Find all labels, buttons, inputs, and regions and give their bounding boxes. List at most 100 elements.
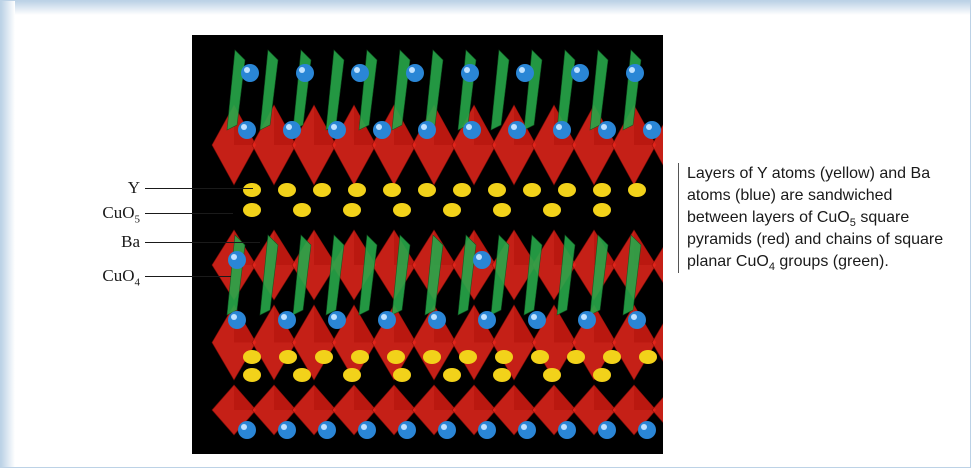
ba-atom — [328, 311, 346, 329]
ba-atom-highlight — [354, 67, 360, 73]
ba-atom — [241, 64, 259, 82]
cuo4-plane — [358, 49, 378, 131]
leader-line-cuo5 — [145, 213, 233, 214]
ba-atom — [626, 64, 644, 82]
y-atom — [495, 350, 513, 364]
leader-line-ba — [145, 242, 260, 243]
ba-atom-highlight — [556, 124, 562, 130]
ba-atom — [643, 121, 661, 139]
cuo5-pyramid-face — [554, 305, 576, 343]
cuo5-pyramid-face — [314, 385, 336, 410]
ba-atom-highlight — [331, 314, 337, 320]
ba-atom — [318, 421, 336, 439]
leader-line-cuo4 — [145, 276, 231, 277]
cuo5-pyramid-face — [394, 385, 416, 410]
ba-atom — [418, 121, 436, 139]
cuo4-plane — [325, 49, 345, 131]
ba-atom — [518, 421, 536, 439]
cuo4-plane — [358, 234, 378, 316]
y-atom — [593, 183, 611, 197]
ba-atom — [358, 421, 376, 439]
label-cuo4: CuO4 — [102, 266, 140, 289]
y-atom — [593, 368, 611, 382]
y-atom — [351, 350, 369, 364]
ba-atom-highlight — [511, 124, 517, 130]
leader-line-y — [145, 188, 253, 189]
ba-atom — [228, 311, 246, 329]
ba-atom-highlight — [531, 314, 537, 320]
cuo5-pyramid — [651, 323, 663, 362]
y-atom — [387, 350, 405, 364]
ba-atom — [428, 311, 446, 329]
y-atom — [558, 183, 576, 197]
y-atom — [313, 183, 331, 197]
cuo5-pyramid — [651, 246, 663, 284]
cuo5-pyramid-face — [394, 305, 416, 343]
ba-atom-highlight — [646, 124, 652, 130]
ba-atom — [278, 421, 296, 439]
y-atom — [543, 368, 561, 382]
cuo5-pyramid-face — [354, 385, 376, 410]
ba-atom-highlight — [421, 124, 427, 130]
y-atom — [443, 203, 461, 217]
ba-atom-highlight — [631, 314, 637, 320]
ba-atom-highlight — [561, 424, 567, 430]
cuo5-pyramid-face — [314, 305, 336, 343]
ba-atom — [478, 311, 496, 329]
ba-atom-highlight — [401, 424, 407, 430]
ba-atom — [553, 121, 571, 139]
cuo5-pyramid-face — [514, 385, 536, 410]
ba-atom-highlight — [241, 124, 247, 130]
cuo4-plane — [391, 234, 411, 316]
ba-atom-highlight — [601, 424, 607, 430]
y-atom — [278, 183, 296, 197]
ba-atom — [296, 64, 314, 82]
y-atom — [523, 183, 541, 197]
y-atom — [443, 368, 461, 382]
cuo4-plane — [523, 49, 543, 131]
ba-atom-highlight — [574, 67, 580, 73]
y-atom — [293, 368, 311, 382]
cuo4-plane — [391, 49, 411, 131]
cuo4-plane — [424, 234, 444, 316]
cuo4-plane — [259, 234, 279, 316]
ba-atom-highlight — [281, 424, 287, 430]
cuo5-pyramid-face — [274, 385, 296, 410]
ba-atom — [378, 311, 396, 329]
ybco-lattice-illustration — [211, 49, 663, 439]
cuo4-plane — [325, 234, 345, 316]
y-atom — [383, 183, 401, 197]
cuo4-plane — [589, 234, 609, 316]
cuo4-plane — [292, 234, 312, 316]
ba-atom — [238, 421, 256, 439]
y-atom — [639, 350, 657, 364]
cuo5-pyramid-face — [274, 230, 296, 265]
cuo4-plane — [226, 49, 246, 131]
ba-atom-highlight — [601, 124, 607, 130]
y-atom — [531, 350, 549, 364]
ba-atom — [571, 64, 589, 82]
y-atom — [567, 350, 585, 364]
ba-atom-highlight — [519, 67, 525, 73]
y-atom — [628, 183, 646, 197]
y-atom — [343, 203, 361, 217]
ba-atom — [638, 421, 656, 439]
ba-atom-highlight — [381, 314, 387, 320]
cuo4-plane — [556, 234, 576, 316]
ba-atom — [598, 421, 616, 439]
ba-atom-highlight — [476, 254, 482, 260]
ba-atom-highlight — [629, 67, 635, 73]
cuo4-plane — [523, 234, 543, 316]
y-atom — [393, 368, 411, 382]
ba-atom — [558, 421, 576, 439]
cuo4-plane — [490, 49, 510, 131]
cuo5-pyramid — [651, 124, 663, 166]
y-atom — [459, 350, 477, 364]
cuo5-pyramid-face — [594, 305, 616, 343]
y-atom — [348, 183, 366, 197]
y-atom — [343, 368, 361, 382]
ba-atom-highlight — [241, 424, 247, 430]
ba-atom — [228, 251, 246, 269]
figure-caption: Layers of Y atoms (yellow) and Ba atoms … — [678, 163, 957, 273]
label-y: Y — [127, 178, 140, 197]
